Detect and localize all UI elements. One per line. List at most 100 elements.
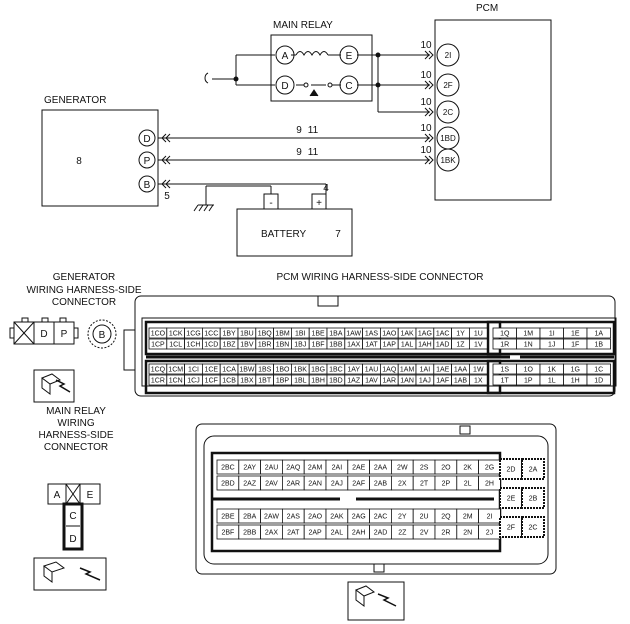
pin-label: 1BJ — [294, 342, 306, 349]
pin-label: 1AJ — [419, 378, 431, 385]
pin-label: 2AI — [332, 465, 343, 472]
pin-cell — [468, 363, 488, 375]
generator-box — [41, 109, 159, 207]
pin-label: 2D — [507, 467, 516, 474]
relay-connector-title-3: HARNESS-SIDE — [38, 430, 113, 441]
pin-label: 1W — [473, 367, 484, 374]
battery-minus: - — [269, 198, 272, 209]
pin-label: 1BU — [240, 331, 254, 338]
pin-label: 1CJ — [187, 378, 199, 385]
pin-label: 1AE — [436, 367, 450, 374]
pin-label: 2I — [487, 514, 493, 521]
pin-label: 1E — [571, 331, 580, 338]
pin-label: 2AE — [352, 465, 366, 472]
pin-label: 1CE — [204, 367, 218, 374]
relay-connector-title-1: MAIN RELAY — [46, 406, 106, 417]
pin-label: 1AQ — [382, 367, 397, 374]
pcm-pin-2c: 2C — [443, 108, 453, 117]
gen-pin-p: P — [144, 156, 151, 167]
pcm-pin-2i: 2I — [445, 51, 452, 60]
pin-label: 2AA — [374, 465, 388, 472]
pin-label: 2AD — [374, 530, 388, 537]
pin-label: 1BZ — [223, 342, 237, 349]
pin-label: 2P — [442, 481, 451, 488]
pin-label: 2H — [485, 481, 494, 488]
pin-label: 1BI — [295, 331, 306, 338]
pin-label: 1AW — [346, 331, 361, 338]
pin-label: 1Q — [500, 331, 510, 338]
pin-label: 2AR — [286, 481, 300, 488]
pin-cell — [521, 487, 545, 509]
pin-label: 2Z — [398, 530, 407, 537]
pin-label: 1U — [474, 331, 483, 338]
pin-label: 1BN — [276, 342, 290, 349]
pin-label: 1X — [474, 378, 483, 385]
pcm-pin-2f: 2F — [443, 81, 452, 90]
pin-cell — [586, 374, 611, 386]
pin-label: 2AU — [265, 465, 279, 472]
pin-label: 1K — [547, 367, 556, 374]
pin-label: 1CR — [151, 378, 165, 385]
pin-label: 1BW — [239, 367, 255, 374]
pin-label: 1BG — [311, 367, 325, 374]
pin-label: 2L — [464, 481, 472, 488]
pin-label: 2R — [441, 530, 450, 537]
pin-label: 1O — [524, 367, 534, 374]
pin-label: 1AD — [436, 342, 450, 349]
pin-label: 1BS — [258, 367, 272, 374]
pin-label: 1BM — [275, 331, 290, 338]
pin-label: 2BB — [243, 530, 257, 537]
wire-ref-2c: 10 — [420, 97, 432, 108]
pin-cell — [586, 338, 611, 350]
pin-label: 1M — [523, 331, 533, 338]
pcm-pin-1bd: 1BD — [440, 134, 456, 143]
gen-conn-pin-d: D — [40, 329, 47, 340]
pin-cell — [468, 327, 488, 339]
pin-label: 2J — [486, 530, 493, 537]
pin-label: 2Q — [441, 514, 451, 521]
gen-connector-title-2: WIRING HARNESS-SIDE — [26, 285, 141, 296]
wire-ref-d-b: 11 — [308, 125, 319, 136]
pin-label: 1CK — [169, 331, 183, 338]
wire-ref-p-a: 9 — [296, 147, 302, 158]
wire-ref-1bk: 10 — [420, 145, 432, 156]
battery-plus: + — [316, 198, 322, 209]
gen-conn-pin-p: P — [61, 329, 68, 340]
pin-label: 1AN — [400, 378, 414, 385]
pin-label: 2AP — [308, 530, 322, 537]
pcm-lower-connector-outer — [195, 423, 557, 575]
wire-ref-bat-plus: 4 — [323, 183, 329, 194]
pin-label: 1AP — [383, 342, 397, 349]
gen-conn-pin-b: B — [99, 330, 106, 341]
pin-label: 1BL — [294, 378, 307, 385]
pin-label: 2BF — [221, 530, 234, 537]
pin-cell — [586, 327, 611, 339]
pin-label: 1AM — [400, 367, 415, 374]
relay-conn-pin-e: E — [87, 490, 94, 501]
pin-label: 1BF — [312, 342, 325, 349]
pin-label: 1AS — [365, 331, 379, 338]
pin-label: 2AX — [265, 530, 279, 537]
pin-label: 1BD — [329, 378, 343, 385]
pin-label: 1AA — [454, 367, 468, 374]
pin-label: 2AH — [352, 530, 366, 537]
generator-title: GENERATOR — [44, 95, 106, 106]
pin-label: 2BD — [221, 481, 235, 488]
relay-conn-pin-c: C — [69, 511, 76, 522]
pin-label: 1CN — [169, 378, 183, 385]
pin-label: 1BC — [329, 367, 343, 374]
pin-label: 1BE — [311, 331, 325, 338]
pin-label: 1AG — [418, 331, 432, 338]
pin-label: 1AV — [365, 378, 378, 385]
pin-label: 1BX — [240, 378, 254, 385]
pin-label: 2S — [420, 465, 429, 472]
pin-label: 1L — [548, 378, 556, 385]
main-relay-box — [270, 34, 373, 102]
pin-label: 1BB — [329, 342, 343, 349]
pin-label: 2M — [463, 514, 473, 521]
pin-label: 1AO — [382, 331, 397, 338]
pin-label: 1BV — [240, 342, 254, 349]
pin-label: 1BT — [258, 378, 272, 385]
